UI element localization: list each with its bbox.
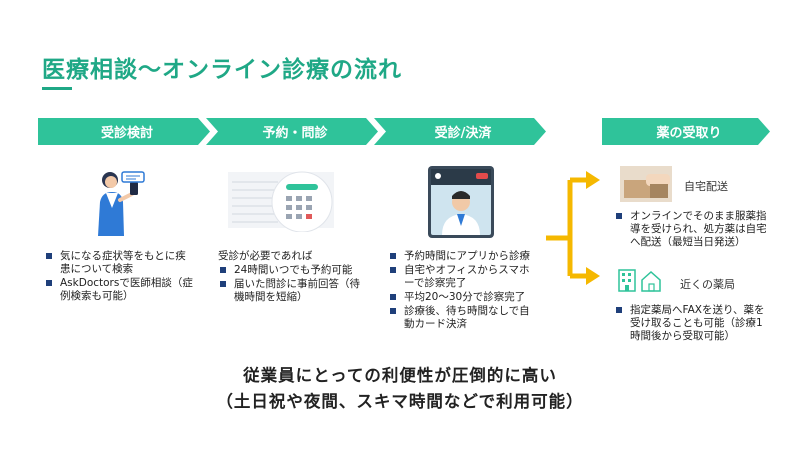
list-item: 指定薬局へFAXを送り、薬を受け取ることも可能（診療1時間後から受取可能）	[614, 304, 770, 343]
pharmacy-bullet-list: 指定薬局へFAXを送り、薬を受け取ることも可能（診療1時間後から受取可能）	[614, 304, 770, 344]
pharmacy-label: 近くの薬局	[680, 278, 735, 291]
step-reserve: 予約・問診	[206, 118, 378, 145]
list-item: AskDoctorsで医師相談（症例検索も可能）	[44, 277, 194, 303]
step-consult: 受診/決済	[374, 118, 546, 145]
step-consider: 受診検討	[38, 118, 210, 145]
summary-headline: 従業員にとっての利便性が圧倒的に高い	[243, 366, 557, 385]
summary-subline: （土日祝や夜間、スキマ時間などで利用可能）	[216, 392, 584, 411]
step-receive: 薬の受取り	[602, 118, 770, 145]
home-delivery-photo	[620, 166, 672, 202]
home-delivery-label: 自宅配送	[684, 180, 728, 193]
reserve-bullet-list: 受診が必要であれば 24時間いつでも予約可能 届いた問診に事前回答（待機時間を短…	[218, 250, 368, 305]
list-item: 届いた問診に事前回答（待機時間を短縮）	[218, 278, 368, 304]
reserve-intro: 受診が必要であれば	[218, 250, 313, 262]
list-item: 気になる症状等をもとに疾患について検索	[44, 250, 194, 276]
home-delivery-bullet-list: オンラインでそのまま服薬指導を受けられ、処方薬は自宅へ配送（最短当日発送）	[614, 210, 770, 250]
step-label: 受診/決済	[434, 126, 492, 141]
pharmacy-building-icon	[618, 269, 661, 292]
branch-arrow	[546, 171, 600, 285]
consider-bullet-list: 気になる症状等をもとに疾患について検索 AskDoctorsで医師相談（症例検索…	[44, 250, 194, 304]
page-title: 医療相談〜オンライン診療の流れ	[42, 57, 402, 83]
list-item: 自宅やオフィスからスマホーで診察完了	[388, 264, 538, 290]
list-item: 診療後、待ち時間なしで自動カード決済	[388, 305, 538, 331]
woman-with-phone-illustration	[98, 171, 145, 236]
consult-bullet-list: 予約時間にアプリから診療 自宅やオフィスからスマホーで診察完了 平均20〜30分…	[388, 250, 538, 332]
reservation-screen-illustration	[228, 171, 334, 232]
list-item: オンラインでそのまま服薬指導を受けられ、処方薬は自宅へ配送（最短当日発送）	[614, 210, 770, 249]
list-item: 平均20〜30分で診察完了	[388, 291, 538, 304]
step-label: 予約・問診	[262, 126, 328, 141]
step-label: 受診検討	[100, 126, 153, 141]
list-item: 予約時間にアプリから診療	[388, 250, 538, 263]
step-label: 薬の受取り	[656, 126, 722, 141]
video-call-phone-illustration	[428, 166, 494, 238]
list-item: 24時間いつでも予約可能	[218, 264, 368, 277]
title-underline	[42, 87, 72, 90]
